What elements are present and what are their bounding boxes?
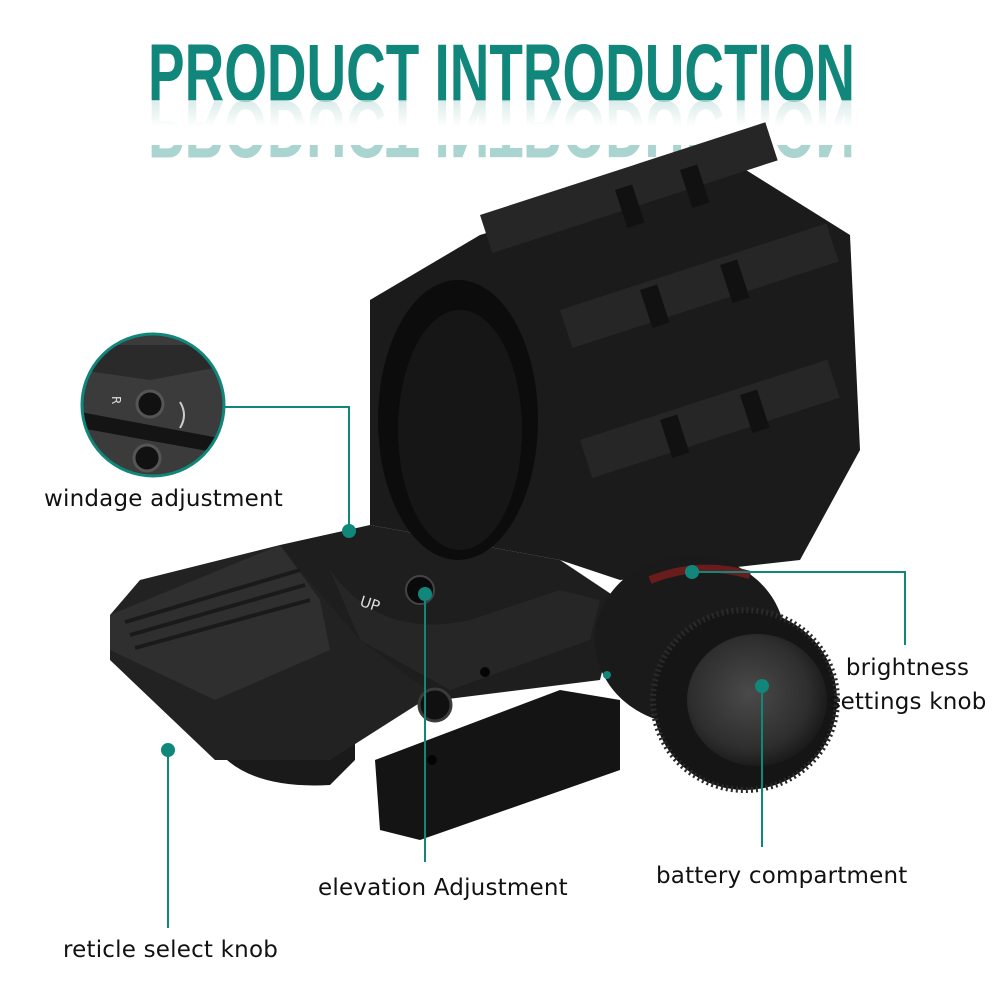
battery-label: battery compartment bbox=[656, 863, 908, 889]
reticle-marker-dot bbox=[161, 743, 175, 757]
windage-inset-image: R bbox=[80, 332, 226, 478]
elevation-marker-dot bbox=[418, 587, 432, 601]
brightness-label: brightness settings knob bbox=[800, 651, 1000, 719]
windage-marker-dot bbox=[342, 524, 356, 538]
brightness-marker-dot bbox=[685, 565, 699, 579]
windage-label: windage adjustment bbox=[44, 486, 283, 512]
battery-marker-dot bbox=[755, 679, 769, 693]
brightness-label-line2: settings knob bbox=[828, 689, 987, 715]
elevation-label: elevation Adjustment bbox=[318, 875, 568, 901]
up-marking: UP bbox=[358, 592, 383, 615]
red-dot-sight-image: UP bbox=[110, 122, 860, 840]
windage-leader-line bbox=[224, 406, 350, 531]
brightness-leader-line bbox=[692, 571, 906, 645]
reticle-label: reticle select knob bbox=[63, 937, 279, 963]
svg-text:R: R bbox=[109, 396, 123, 404]
brightness-label-line1: brightness bbox=[845, 655, 970, 681]
